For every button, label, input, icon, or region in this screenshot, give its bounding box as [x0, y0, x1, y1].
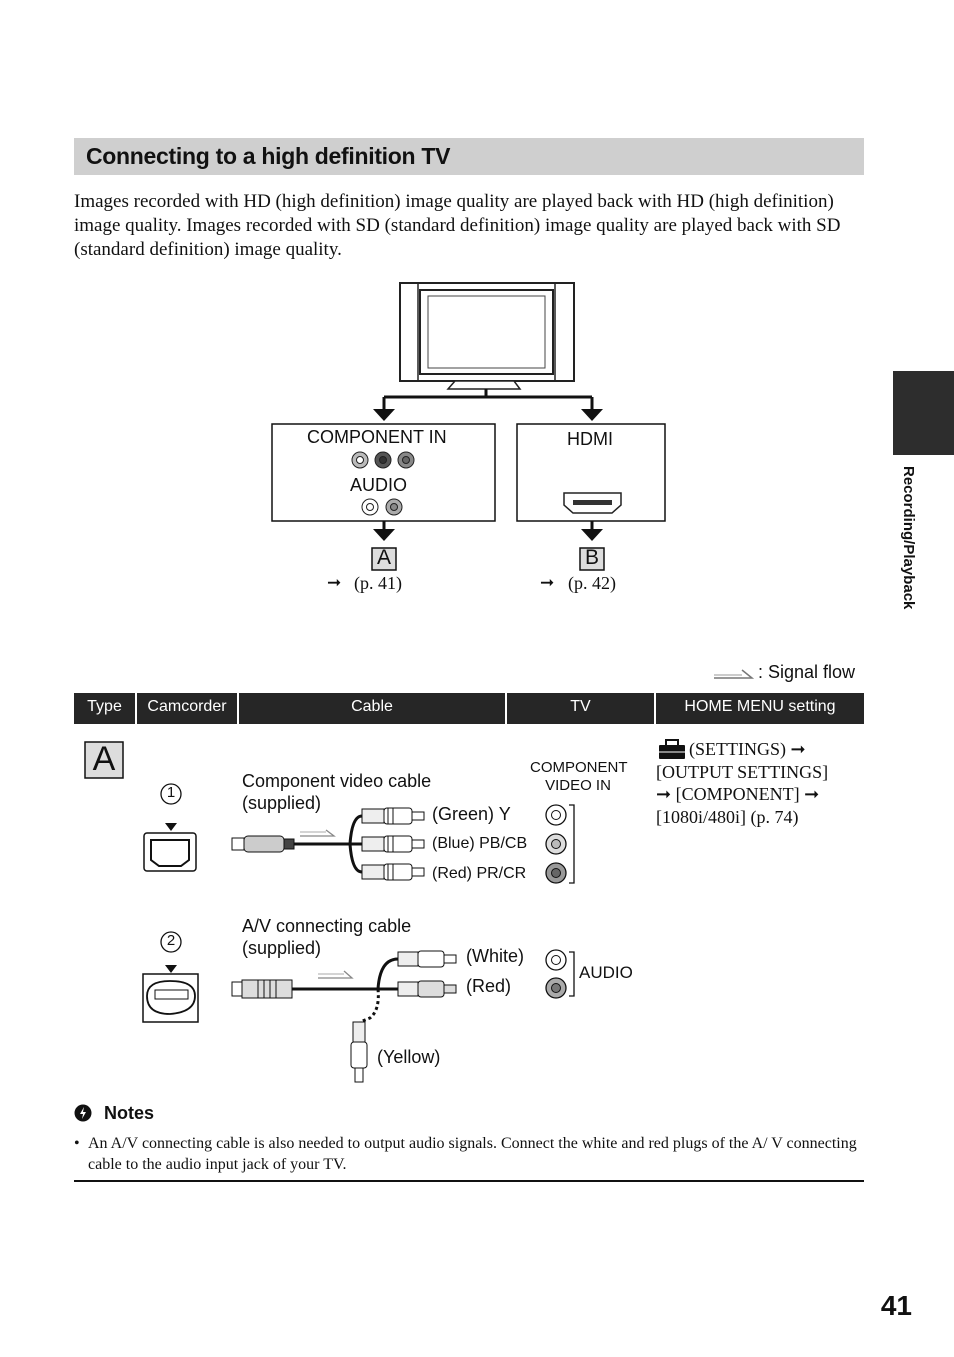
col-camcorder: Camcorder [137, 693, 237, 724]
audio-label: AUDIO [350, 475, 408, 495]
page-number: 41 [880, 1290, 912, 1321]
menu-line-4[interactable]: [1080i/480i] (p. 74) [656, 806, 799, 827]
marker-a-box [371, 547, 397, 571]
white-label: (White) [466, 946, 524, 966]
notes-item: An A/V connecting cable is also needed t… [88, 1135, 857, 1173]
component-jacks-icon [351, 451, 415, 469]
cable-diagram [84, 739, 685, 1083]
hdmi-port-icon [563, 492, 622, 514]
ref-a-arrow: ➞ [327, 573, 342, 592]
bottom-rule [74, 1180, 864, 1182]
step-2-circle [160, 931, 182, 953]
marker-b: B [584, 546, 599, 569]
red-label: (Red) [466, 976, 512, 996]
step-1: 1 [166, 784, 176, 801]
audio-jacks-icon [361, 498, 403, 516]
connection-diagram [271, 282, 666, 571]
step-2: 2 [166, 932, 176, 949]
tv-component-label-1: COMPONENT [530, 759, 628, 776]
signal-flow-label: : Signal flow [758, 662, 856, 682]
menu-line-3: ➞ [COMPONENT] ➞ [656, 784, 820, 804]
yellow-label: (Yellow) [377, 1047, 441, 1067]
signal-flow-icon [714, 669, 755, 679]
tv-component-jacks-icon [545, 804, 575, 884]
section-heading: Connecting to a high definition TV [86, 143, 451, 169]
blue-label: (Blue) PB/CB [432, 835, 528, 852]
marker-a: A [376, 546, 391, 569]
notes-bullet: • [74, 1135, 80, 1152]
ref-b[interactable]: (p. 42) [568, 573, 616, 593]
av-cable-label: A/V connecting cable [242, 916, 412, 936]
intro-paragraph: Images recorded with HD (high definition… [74, 191, 841, 260]
section-heading-bar: Connecting to a high definition TV [74, 138, 864, 175]
side-tab-block [893, 371, 954, 455]
component-supplied-label: (supplied) [242, 793, 322, 813]
col-cable: Cable [239, 693, 505, 724]
home-menu-setting: (SETTINGS) ➞ [OUTPUT SETTINGS] ➞ [COMPON… [656, 738, 864, 828]
col-type: Type [74, 693, 135, 724]
component-in-label: COMPONENT IN [307, 427, 447, 447]
ref-a[interactable]: (p. 41) [354, 573, 402, 593]
col-tv: TV [507, 693, 654, 724]
col-home-menu: HOME MENU setting [656, 693, 864, 724]
ref-b-arrow: ➞ [540, 573, 555, 592]
red-pr-label: (Red) PR/CR [432, 865, 527, 882]
hdmi-label: HDMI [567, 429, 613, 449]
tv-icon [399, 282, 575, 390]
settings-icon [659, 739, 685, 759]
component-port-icon [143, 823, 197, 872]
marker-b-box [579, 547, 605, 571]
component-cable-icon [231, 807, 425, 881]
notes-icon [74, 1104, 92, 1122]
av-supplied-label: (supplied) [242, 938, 322, 958]
menu-line-1: (SETTINGS) ➞ [689, 739, 806, 759]
av-cable-icon [231, 950, 457, 1083]
green-label: (Green) Y [432, 804, 511, 824]
tv-component-label-2: VIDEO IN [545, 777, 611, 794]
av-port-icon [142, 965, 199, 1023]
component-box [271, 423, 496, 522]
tv-audio-label: AUDIO [579, 963, 633, 982]
tv-audio-jacks-icon [545, 949, 575, 999]
component-cable-label: Component video cable [242, 771, 432, 791]
menu-line-2: [OUTPUT SETTINGS] [656, 761, 829, 782]
step-1-circle [160, 783, 182, 805]
row-label-a: A [92, 740, 116, 778]
notes-title: Notes [104, 1103, 155, 1123]
